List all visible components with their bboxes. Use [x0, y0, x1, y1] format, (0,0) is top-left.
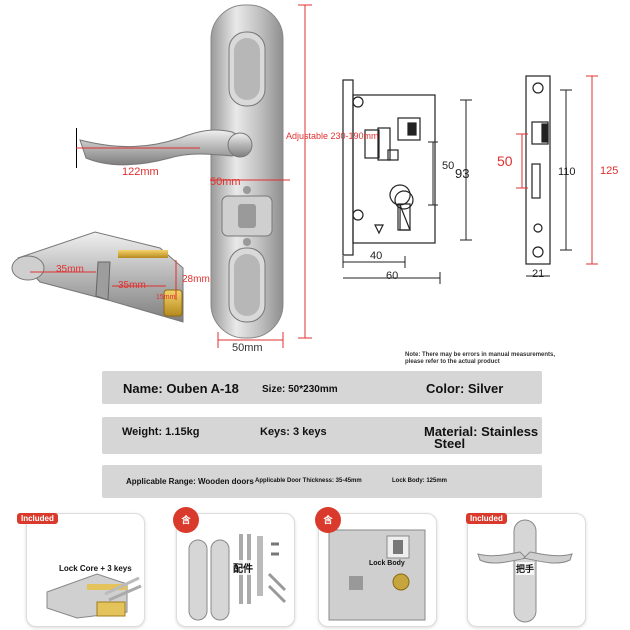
strike-plate-drawing — [525, 75, 551, 265]
body-50-label: 50 — [442, 160, 455, 172]
lever-handle — [79, 129, 253, 166]
card-4-badge: Included — [466, 513, 507, 524]
cylinder-small-label: 15mm — [156, 294, 176, 301]
strike-21-label: 21 — [532, 268, 545, 280]
spec-bar-1 — [102, 371, 542, 404]
card-handle-label: 把手 — [516, 562, 535, 575]
handle-back-plate — [210, 4, 284, 339]
lock-body-drawing — [342, 79, 436, 256]
lock-body-image — [328, 529, 426, 621]
card-lock-core-label: Lock Core + 3 keys — [59, 564, 132, 573]
plate-width-mid-label: 50mm — [210, 176, 241, 188]
spec-keys: Keys: 3 keys — [260, 426, 327, 438]
strike-plate-dim-lines — [516, 75, 598, 277]
strike-125-label: 125 — [600, 165, 619, 177]
spec-range: Applicable Range: Wooden doors — [126, 477, 254, 486]
spec-size: Size: 50*230mm — [262, 384, 338, 395]
card-lock-body: Lock Body — [318, 513, 437, 627]
card-accessories: 配件 — [176, 513, 295, 627]
card-accessories-label: 配件 — [233, 560, 253, 575]
plate-width-bottom-label: 50mm — [232, 342, 263, 354]
body-40-label: 40 — [370, 250, 383, 262]
measurement-note: Note: There may be errors in manual meas… — [405, 352, 555, 366]
card-lock-body-label: Lock Body — [369, 560, 405, 567]
lock-body-dim-lines — [342, 99, 472, 284]
spec-lock-body: Lock Body: 125mm — [392, 478, 448, 484]
card-2-badge: 含 — [173, 507, 199, 533]
lever-length-label: 122mm — [122, 166, 159, 178]
note-line-2: please refer to the actual product — [405, 359, 500, 365]
spec-material: Material: Stainless Steel — [424, 424, 539, 451]
card-1-badge: Included — [17, 513, 58, 524]
lock-core-image — [46, 573, 142, 619]
body-93-label: 93 — [455, 166, 470, 181]
strike-50-label: 50 — [497, 153, 513, 169]
product-drawing-area — [11, 4, 598, 348]
spec-name: Name: Ouben A-18 — [123, 381, 239, 396]
spec-door-thickness: Applicable Door Thickness: 35-45mm — [255, 478, 362, 484]
cylinder-right-label: 35mm — [118, 280, 146, 291]
cylinder-left-label: 35mm — [56, 264, 84, 275]
strike-110-label: 110 — [558, 166, 576, 178]
spec-bar-3 — [102, 465, 542, 498]
spec-weight: Weight: 1.15kg — [122, 426, 200, 438]
card-lock-core: Lock Core + 3 keys — [26, 513, 145, 627]
adjustable-range-label: Adjustable 230-190mm — [286, 131, 379, 141]
cylinder-height-label: 28mm — [182, 274, 210, 285]
spec-color: Color: Silver — [426, 381, 504, 396]
card-handle: 把手 — [467, 513, 586, 627]
card-3-badge: 含 — [315, 507, 341, 533]
spec-bar-2 — [102, 417, 542, 454]
lock-cylinder — [11, 231, 184, 323]
spec-material-line-2: Steel — [434, 436, 466, 451]
spec-material-line-1: Material: Stainless — [424, 424, 539, 439]
body-60-label: 60 — [386, 270, 399, 282]
note-line-1: Note: There may be errors in manual meas… — [405, 352, 556, 358]
